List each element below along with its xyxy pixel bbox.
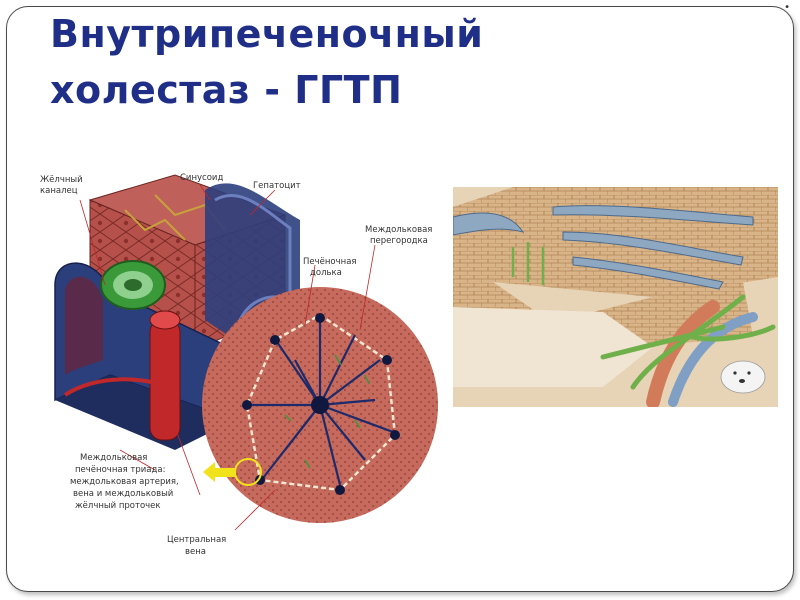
- label-hepatic-lobule-1: Печёночная: [303, 257, 357, 267]
- pointer-arrow: [203, 462, 235, 482]
- label-triad-5: жёлчный проточек: [75, 501, 161, 511]
- label-sinusoid: Синусоид: [180, 173, 223, 183]
- label-interlobular-septum-1: Междольковая: [365, 225, 432, 235]
- label-interlobular-septum-2: перегородка: [370, 236, 428, 246]
- corner-mark: •: [784, 2, 790, 13]
- label-hepatic-lobule-2: долька: [310, 268, 342, 278]
- title-line-2: холестаз - ГГТП: [50, 68, 403, 112]
- bile-duct: [100, 260, 166, 310]
- label-central-vein-2: вена: [185, 547, 206, 557]
- slide-title: Внутрипеченочный холестаз - ГГТП: [50, 6, 483, 118]
- watermark-bear-logo: [720, 360, 766, 394]
- label-triad-1: Междольковая: [80, 453, 147, 463]
- label-bile-canaliculus-2: каналец: [40, 186, 78, 196]
- label-triad-2: печёночная триада:: [75, 465, 165, 475]
- label-central-vein-1: Центральная: [167, 535, 226, 545]
- label-triad-3: междольковая артерия,: [70, 477, 179, 487]
- liver-plates-illustration: [453, 187, 778, 407]
- title-line-1: Внутрипеченочный: [50, 12, 484, 56]
- central-vein-dot: [311, 396, 329, 414]
- label-bile-canaliculus-1: Жёлчный: [40, 175, 83, 185]
- sinusoid-channels: [453, 205, 754, 290]
- liver-structure-illustration: Жёлчный каналец Синусоид Гепатоцит Междо…: [40, 173, 438, 557]
- label-triad-4: вена и междольковый: [73, 489, 173, 499]
- label-hepatocyte: Гепатоцит: [253, 181, 301, 191]
- hepatic-artery: [63, 310, 181, 441]
- hepatic-lobule-cross-section: [202, 287, 438, 523]
- cut-face: [453, 307, 653, 387]
- portal-triad-vessels: [511, 242, 776, 407]
